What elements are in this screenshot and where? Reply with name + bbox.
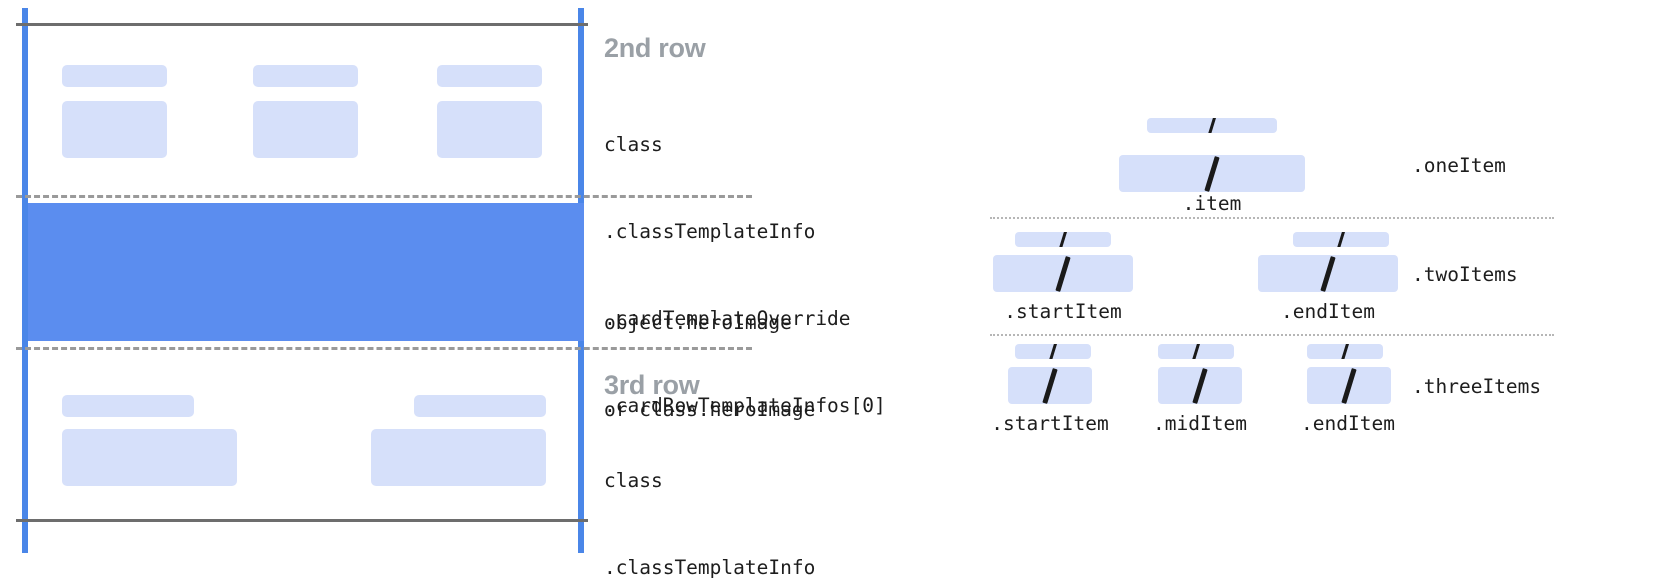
second-row-col3-image-chip — [437, 101, 542, 158]
three-items-end-label: .endItem — [1301, 412, 1395, 435]
variant-divider-1 — [990, 217, 1554, 219]
second-row-code-line-2: .classTemplateInfo — [604, 220, 816, 243]
one-item-small-image — [1147, 118, 1277, 133]
hero-image-code-block: object.heroImage or class.heroImage — [604, 250, 815, 482]
image-placeholder-icon — [1192, 367, 1208, 404]
image-placeholder-icon — [1042, 367, 1058, 404]
hero-code-line-1: object.heroImage — [604, 311, 792, 334]
second-row-heading: 2nd row — [604, 33, 706, 63]
image-placeholder-icon — [1341, 367, 1357, 404]
card-mock — [0, 0, 752, 584]
two-items-start-label: .startItem — [1004, 300, 1122, 323]
image-placeholder-icon — [1207, 118, 1217, 133]
image-placeholder-icon — [1048, 344, 1058, 359]
image-placeholder-icon — [1320, 255, 1336, 292]
two-items-start-small-image — [1015, 232, 1111, 247]
second-row-col1-image-chip — [62, 101, 167, 158]
third-row-col1-label-chip — [62, 395, 194, 417]
one-item-large-image — [1119, 155, 1305, 192]
image-placeholder-icon — [1191, 344, 1201, 359]
variant-divider-2 — [990, 334, 1554, 336]
three-items-mid-label: .midItem — [1153, 412, 1247, 435]
three-items-end-small-image — [1307, 344, 1383, 359]
third-row-col2-image-chip — [371, 429, 546, 486]
three-items-start-small-image — [1015, 344, 1091, 359]
one-item-label: .item — [1182, 192, 1242, 215]
third-row-col2-label-chip — [414, 395, 546, 417]
third-row-code-line-2: .classTemplateInfo — [604, 556, 816, 579]
image-placeholder-icon — [1204, 155, 1220, 192]
three-items-mid-small-image — [1158, 344, 1234, 359]
third-row-code-block: class .classTemplateInfo .cardTemplateOv… — [604, 408, 886, 584]
third-row-col1-image-chip — [62, 429, 237, 486]
second-row-col1-label-chip — [62, 65, 167, 87]
hero-image-band — [28, 203, 584, 341]
third-row-code-line-1: class — [604, 469, 663, 492]
two-items-end-label: .endItem — [1281, 300, 1375, 323]
second-row-col3-label-chip — [437, 65, 542, 87]
two-items-end-small-image — [1293, 232, 1389, 247]
one-item-group-label: .oneItem — [1412, 154, 1506, 177]
three-items-group-label: .threeItems — [1412, 375, 1542, 398]
two-items-start-large-image — [993, 255, 1133, 292]
two-items-end-large-image — [1258, 255, 1398, 292]
two-items-group-label: .twoItems — [1412, 263, 1518, 286]
item-variants-panel: .item .oneItem .startItem .endItem .twoI… — [960, 0, 1676, 584]
row-divider-lower — [16, 347, 752, 350]
card-bottom-border — [16, 519, 588, 522]
card-top-border — [16, 23, 588, 26]
image-placeholder-icon — [1058, 232, 1068, 247]
three-items-end-large-image — [1307, 367, 1391, 404]
hero-code-line-2: or class.heroImage — [604, 398, 816, 421]
card-left-edge-rail — [22, 8, 28, 553]
third-row-heading: 3rd row — [604, 370, 700, 400]
row-divider-upper — [16, 195, 752, 198]
image-placeholder-icon — [1340, 344, 1350, 359]
second-row-code-line-1: class — [604, 133, 663, 156]
second-row-code-line-3: .cardTemplateOverride — [604, 307, 851, 330]
second-row-col2-label-chip — [253, 65, 358, 87]
image-placeholder-icon — [1336, 232, 1346, 247]
three-items-start-label: .startItem — [991, 412, 1109, 435]
image-placeholder-icon — [1055, 255, 1071, 292]
second-row-code-block: class .classTemplateInfo .cardTemplateOv… — [604, 72, 886, 478]
second-row-col2-image-chip — [253, 101, 358, 158]
three-items-mid-large-image — [1158, 367, 1242, 404]
three-items-start-large-image — [1008, 367, 1092, 404]
second-row-code-line-4: .cardRowTemplateInfos[0] — [604, 394, 886, 417]
